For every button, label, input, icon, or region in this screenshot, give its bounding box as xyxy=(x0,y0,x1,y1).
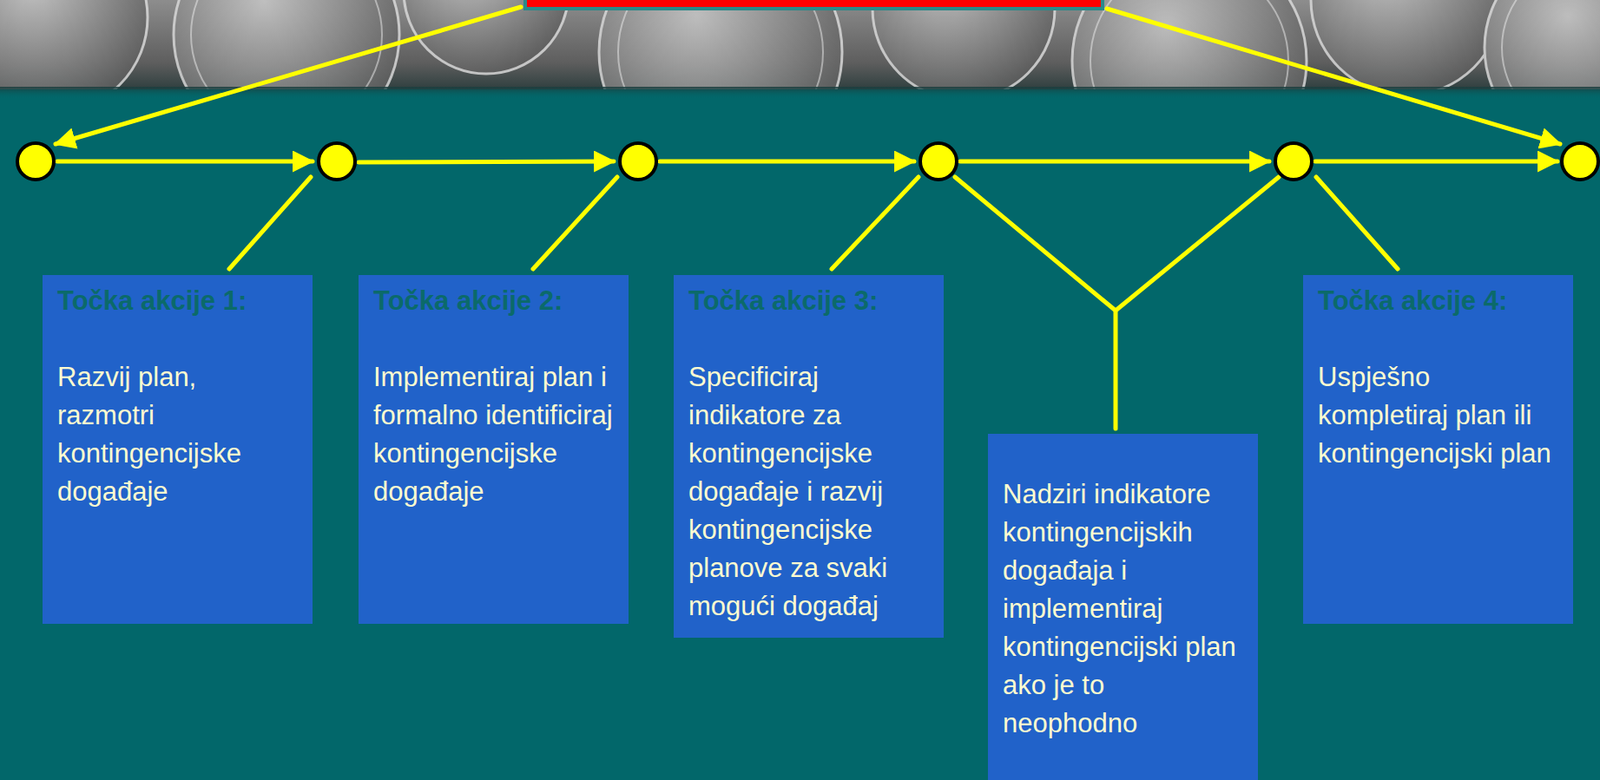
step-heading: Točka akcije 1: xyxy=(57,282,299,321)
milestone-dot xyxy=(1275,143,1312,180)
arrow-line xyxy=(55,6,521,145)
process-box: Točka akcije 2: Implementiraj plan i form… xyxy=(358,275,629,625)
milestone-dot xyxy=(920,143,957,180)
step-heading: Točka akcije 4: xyxy=(1317,282,1560,321)
leader-line xyxy=(533,177,618,270)
milestone-dot xyxy=(17,143,54,180)
step-text: Nadziri indikatore kontingencijskih doga… xyxy=(1002,475,1245,744)
leader-line xyxy=(831,177,919,270)
timeline-arrow xyxy=(960,159,1270,165)
milestone-dot xyxy=(619,143,657,180)
merge-line xyxy=(1113,310,1119,429)
arrow-line xyxy=(1106,8,1561,145)
coin-photo xyxy=(0,0,1600,90)
step-heading: Točka akcije 2: xyxy=(373,282,615,321)
milestone-dot xyxy=(318,143,356,180)
milestone-dot xyxy=(1561,143,1599,180)
step-text: Uspješno kompletiraj plan ili kontingenc… xyxy=(1317,358,1560,474)
leader-line xyxy=(1316,177,1398,270)
title-box xyxy=(525,0,1103,9)
process-box: Točka akcije 4: Uspješno kompletiraj plan… xyxy=(1303,275,1574,625)
timeline-arrow xyxy=(659,159,915,165)
process-box: Točka akcije 3: Specificiraj indikatore z… xyxy=(673,275,944,639)
merge-line xyxy=(954,177,1279,311)
step-text: Implementiraj plan i formalno identifici… xyxy=(373,358,615,512)
timeline-arrow xyxy=(358,161,614,163)
process-box: Točka akcije 1: Razvij plan, razmotri kon… xyxy=(42,275,313,625)
timeline-arrow xyxy=(1315,159,1558,165)
process-box: Nadziri indikatore kontingencijskih doga… xyxy=(987,434,1258,780)
step-text: Specificiraj indikatore za kontingencijs… xyxy=(688,358,930,626)
leader-line xyxy=(229,177,311,270)
timeline-arrow xyxy=(57,159,313,165)
step-heading: Točka akcije 3: xyxy=(688,282,930,321)
step-text: Razvij plan, razmotri kontingencijske do… xyxy=(57,358,299,512)
